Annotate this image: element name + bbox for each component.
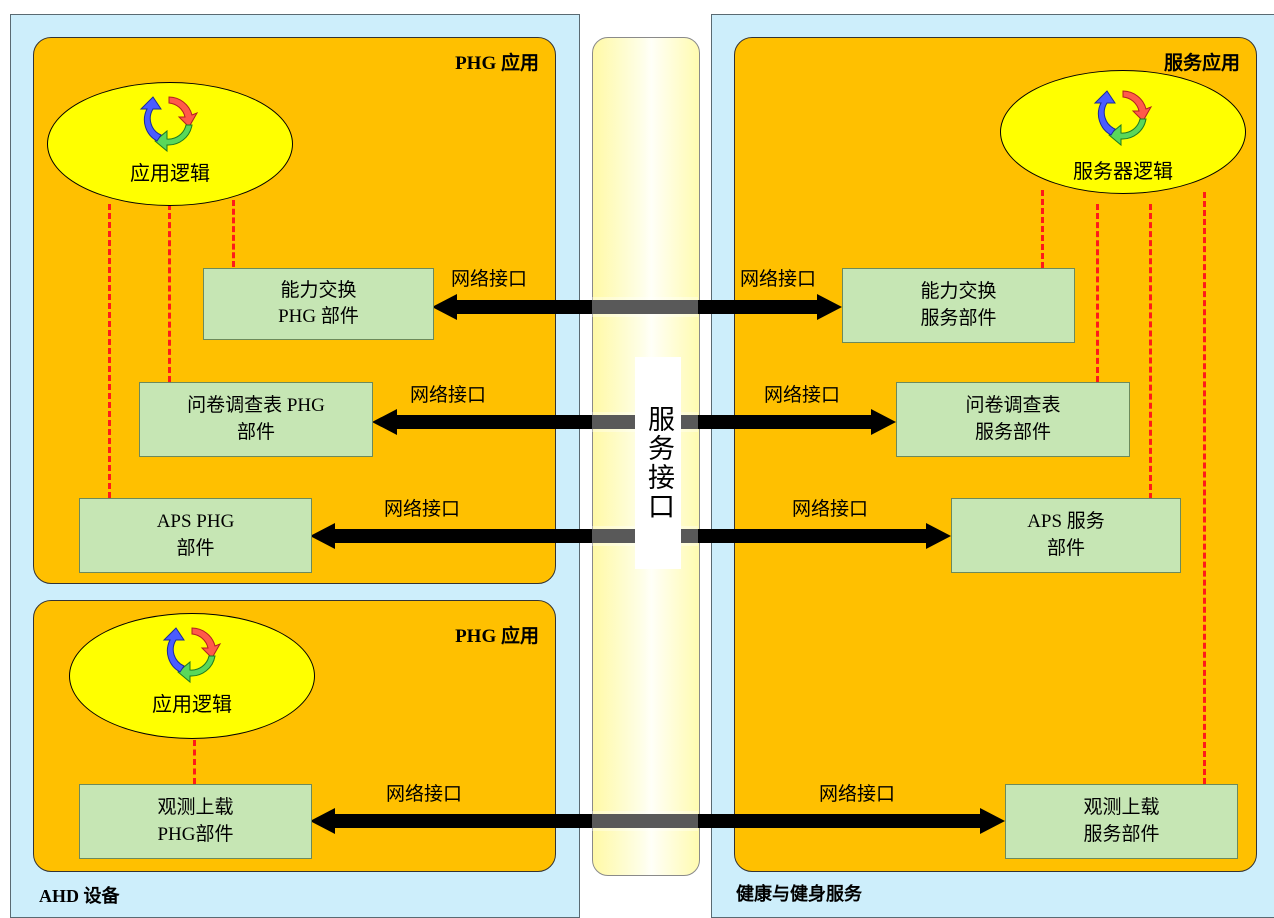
questionnaire-service-component: 问卷调查表 服务部件 [896, 382, 1130, 457]
service-interface-text: 服务接口 [643, 405, 674, 521]
logic-link [168, 204, 171, 382]
component-line: 部件 [176, 537, 215, 559]
server-logic-label: 服务器逻辑 [1073, 159, 1173, 183]
cycle-arrows-icon [1093, 90, 1153, 147]
component-line: 部件 [236, 421, 275, 443]
network-interface-label: 网络接口 [451, 268, 528, 290]
logic-link [232, 200, 235, 267]
app-logic-bottom: 应用逻辑 [69, 613, 315, 739]
network-interface-label: 网络接口 [764, 384, 841, 406]
component-line: 能力交换 [920, 281, 997, 303]
app-logic-label: 应用逻辑 [130, 161, 210, 185]
capability-exchange-phg-component: 能力交换 PHG 部件 [203, 268, 434, 340]
questionnaire-phg-component: 问卷调查表 PHG 部件 [139, 382, 373, 457]
component-line: APS 服务 [1027, 511, 1105, 533]
logic-link [1096, 204, 1099, 382]
app-title: 服务应用 [1163, 53, 1240, 74]
component-line: 问卷调查表 PHG [187, 395, 325, 417]
logic-link [108, 204, 111, 498]
network-interface-label: 网络接口 [792, 498, 869, 520]
server-logic: 服务器逻辑 [1000, 70, 1246, 194]
observation-upload-phg-component: 观测上载 PHG部件 [79, 784, 312, 859]
component-line: 观测上载 [157, 797, 234, 819]
component-line: 能力交换 [280, 279, 357, 301]
network-interface-label: 网络接口 [410, 384, 487, 406]
component-line: 服务部件 [974, 421, 1051, 443]
network-interface-label: 网络接口 [819, 783, 896, 805]
component-line: 观测上载 [1083, 797, 1160, 819]
logic-link [1149, 204, 1152, 499]
logic-link [1203, 192, 1206, 784]
service-interface-label: 服务接口 [635, 357, 681, 569]
app-title: PHG 应用 [455, 53, 539, 74]
component-line: 服务部件 [1083, 823, 1160, 845]
app-logic-top: 应用逻辑 [47, 82, 293, 206]
component-line: 问卷调查表 [965, 395, 1061, 417]
cycle-arrows-icon [162, 627, 222, 684]
network-interface-label: 网络接口 [740, 268, 817, 290]
health-fitness-service-label: 健康与健身服务 [736, 884, 862, 904]
component-line: 服务部件 [920, 307, 997, 329]
component-line: PHG部件 [157, 823, 234, 845]
app-title: PHG 应用 [455, 626, 539, 647]
network-interface-label: 网络接口 [384, 498, 461, 520]
questionnaire-arrow [372, 409, 896, 435]
app-logic-label: 应用逻辑 [152, 692, 232, 716]
network-interface-label: 网络接口 [386, 783, 463, 805]
observation-arrow [310, 808, 1005, 834]
component-line: 部件 [1046, 537, 1085, 559]
cycle-arrows-icon [139, 96, 199, 153]
observation-upload-service-component: 观测上载 服务部件 [1005, 784, 1238, 859]
capability-arrow [432, 294, 842, 320]
ahd-device-label: AHD 设备 [39, 886, 120, 906]
aps-phg-component: APS PHG 部件 [79, 498, 312, 573]
aps-service-component: APS 服务 部件 [951, 498, 1181, 573]
capability-exchange-service-component: 能力交换 服务部件 [842, 268, 1075, 343]
component-line: PHG 部件 [278, 306, 359, 327]
logic-link [1041, 190, 1044, 268]
component-line: APS PHG [156, 511, 235, 533]
logic-link [193, 740, 196, 784]
aps-arrow [310, 523, 951, 549]
